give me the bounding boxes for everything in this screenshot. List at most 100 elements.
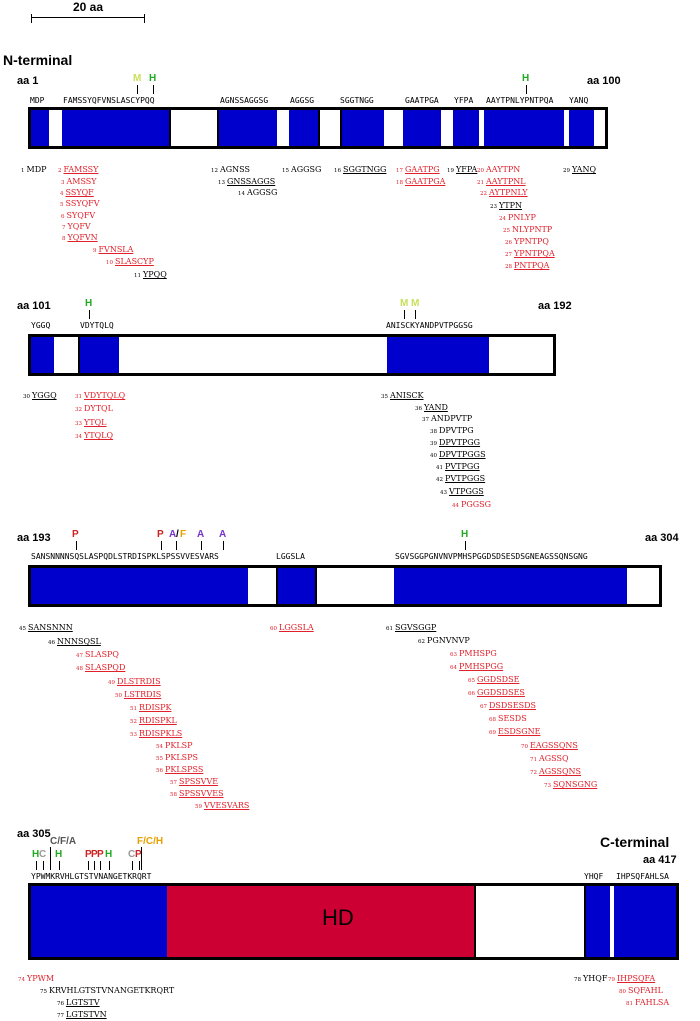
hd-domain [167, 886, 474, 957]
row4-marker-p1: P [85, 849, 92, 860]
row1-marker-m: M [133, 73, 142, 84]
row3-marker-p2: P [157, 529, 164, 540]
c-terminal-label: C-terminal [600, 834, 670, 850]
row4-aa-start: aa 305 [17, 828, 51, 840]
row4-marker-p3: P [97, 849, 104, 860]
row1-marker-h1: H [149, 73, 157, 84]
hd-label: HD [322, 905, 354, 930]
row2-marker-m1: M [400, 298, 409, 309]
row3-marker-a1: A [169, 529, 177, 540]
row4-marker-c1: C [39, 849, 47, 860]
row4-aa-end: aa 417 [643, 854, 677, 866]
row4-marker-h3: H [105, 849, 113, 860]
row1-domain-bar [28, 107, 608, 149]
row4-marker-fch: F/C/H [137, 836, 164, 847]
row4-marker-p4: P [135, 849, 142, 860]
row1-marker-h2: H [522, 73, 530, 84]
row2-marker-m2: M [411, 298, 420, 309]
row2-marker-h: H [85, 298, 93, 309]
row3-marker-h: H [461, 529, 469, 540]
row4-marker-p2: P [91, 849, 98, 860]
row1-aa-end: aa 100 [587, 75, 621, 87]
scale-bar [31, 14, 145, 28]
row4-marker-cfa: C/F/A [50, 836, 77, 847]
row2-aa-start: aa 101 [17, 300, 51, 312]
row2-aa-end: aa 192 [538, 300, 572, 312]
row3-marker-a3: A [219, 529, 227, 540]
row4-domain-bar [28, 883, 679, 960]
row4-marker-h1: H [32, 849, 40, 860]
row2-domain-bar [28, 334, 556, 376]
row4-marker-c2: C [128, 849, 136, 860]
row3-marker-p1: P [72, 529, 79, 540]
row3-domain-bar [28, 565, 662, 607]
n-terminal-label: N-terminal [3, 52, 73, 68]
